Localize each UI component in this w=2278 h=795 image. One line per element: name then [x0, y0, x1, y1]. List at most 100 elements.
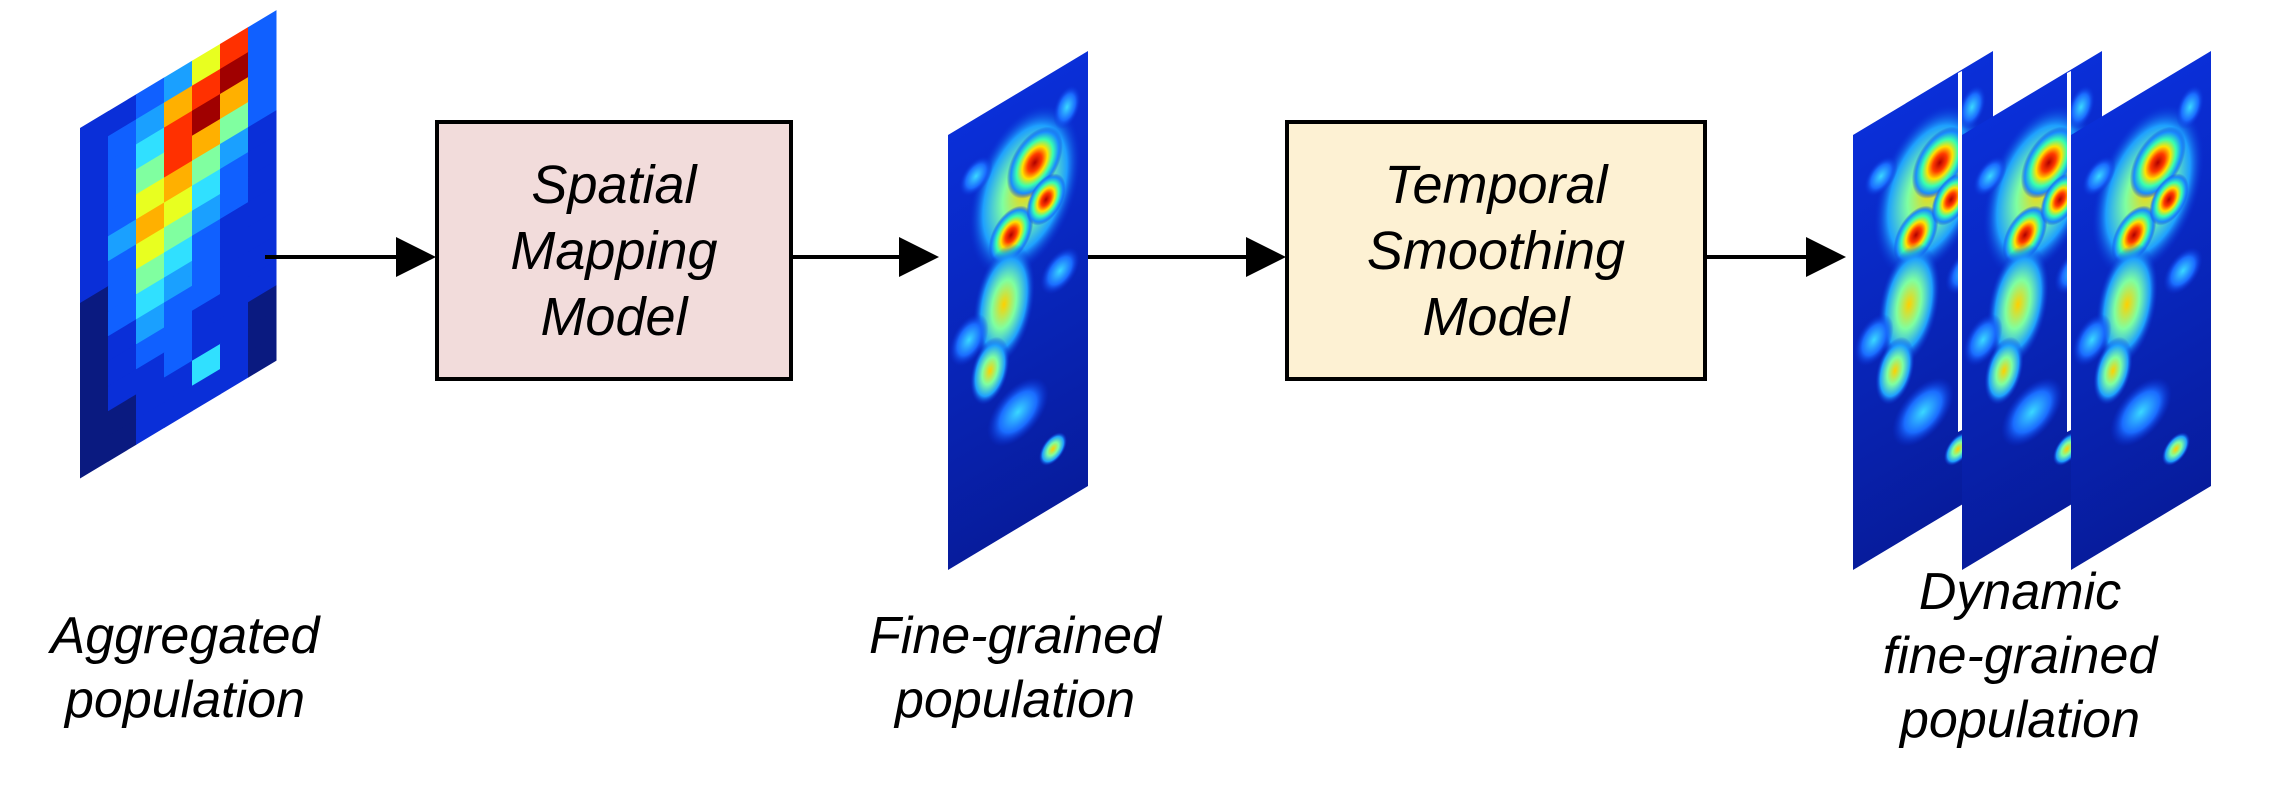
aggregated-grid-cell [80, 235, 109, 279]
aggregated-label-line-2: population [65, 671, 305, 729]
fine-label-line-2: population [895, 671, 1135, 729]
aggregated-grid-cell [248, 60, 277, 103]
aggregated-grid-cell [136, 402, 165, 445]
aggregated-grid-cell [192, 368, 221, 412]
aggregated-grid-cell [136, 302, 165, 345]
aggregated-grid-cell [136, 277, 165, 320]
aggregated-grid-cell [192, 243, 221, 287]
aggregated-grid-cell [108, 419, 137, 462]
aggregated-grid-cell [220, 26, 249, 70]
aggregated-grid-cell [136, 127, 165, 170]
aggregated-grid-cell [220, 101, 249, 145]
dynamic-label-line-3: population [1900, 691, 2140, 749]
aggregated-grid-cell [80, 260, 109, 304]
aggregated-grid-cell [136, 227, 165, 270]
aggregated-grid-cell [192, 143, 221, 187]
aggregated-grid-cell [136, 352, 165, 395]
aggregated-grid-cell [136, 377, 165, 420]
temporal-smoothing-model-box [1285, 120, 1707, 381]
aggregated-grid-cell [192, 218, 221, 262]
aggregated-grid-cell [164, 185, 193, 229]
fine-grained-population-label: Fine-grained population [840, 604, 1190, 732]
aggregated-grid-cell [80, 410, 109, 454]
aggregated-grid-cell [136, 202, 165, 245]
temporal-line-1: Temporal [1384, 154, 1608, 215]
aggregated-grid-cell [192, 193, 221, 237]
temporal-line-2: Smoothing [1366, 220, 1626, 281]
aggregated-grid-cell [248, 135, 277, 178]
dynamic-map-frame-3 [2071, 50, 2211, 570]
aggregated-grid-cell [108, 294, 137, 337]
aggregated-grid-cell [248, 335, 277, 378]
aggregated-grid-cell [248, 260, 277, 303]
aggregated-grid-cell [108, 94, 137, 137]
fine-label-line-1: Fine-grained [869, 607, 1161, 665]
aggregated-grid-cell [164, 85, 193, 129]
aggregated-label-line-1: Aggregated [50, 607, 320, 665]
aggregated-grid-cell [80, 435, 109, 479]
aggregated-grid-cell [192, 318, 221, 362]
aggregated-grid-cell [136, 327, 165, 370]
aggregated-grid-cell [248, 285, 277, 328]
aggregated-grid-cell [220, 176, 249, 220]
aggregated-grid-cell [248, 210, 277, 253]
aggregated-grid-cell [248, 160, 277, 203]
aggregated-grid-cell [108, 244, 137, 287]
aggregated-grid-cell [220, 201, 249, 245]
aggregated-grid-cell [164, 135, 193, 179]
aggregated-grid-cell [80, 385, 109, 429]
aggregated-grid-cell [248, 235, 277, 278]
aggregated-grid-cell [220, 276, 249, 320]
aggregated-grid-cell [136, 252, 165, 295]
aggregated-grid-cell [108, 144, 137, 187]
aggregated-grid-cell [164, 210, 193, 254]
aggregated-grid-cell [108, 169, 137, 212]
aggregated-grid-cell [164, 260, 193, 304]
aggregated-grid-cell [248, 85, 277, 128]
aggregated-grid-cell [248, 10, 277, 53]
aggregated-grid-cell [220, 351, 249, 395]
aggregated-grid-cell [80, 335, 109, 379]
aggregated-grid-cell [220, 326, 249, 370]
aggregated-grid-cell [108, 394, 137, 437]
aggregated-grid-cell [164, 360, 193, 404]
aggregated-grid-cell [164, 160, 193, 204]
aggregated-grid-cell [80, 185, 109, 229]
spatial-line-2: Mapping [510, 220, 718, 281]
aggregated-grid-cell [220, 301, 249, 345]
aggregated-grid-cell [192, 43, 221, 87]
fine-grained-map-image [948, 50, 1088, 570]
aggregated-grid-cell [164, 385, 193, 429]
aggregated-grid-cell [108, 369, 137, 412]
spatial-mapping-model-text: Spatial Mapping Model [437, 122, 791, 379]
aggregated-grid-cell [136, 102, 165, 145]
aggregated-grid-cell [136, 177, 165, 220]
aggregated-grid-cell [164, 60, 193, 104]
aggregated-grid-cell [136, 152, 165, 195]
aggregated-grid-cell [80, 210, 109, 254]
aggregated-grid-cell [220, 226, 249, 270]
aggregated-grid-cell [192, 268, 221, 312]
aggregated-grid-cell [192, 93, 221, 137]
aggregated-map-image [80, 10, 277, 479]
aggregated-grid-cell [220, 251, 249, 295]
aggregated-grid-cell [80, 310, 109, 354]
aggregated-grid-cell [164, 335, 193, 379]
spatial-mapping-model-box [435, 120, 793, 381]
aggregated-grid-cell [80, 160, 109, 204]
aggregated-grid-cell [248, 110, 277, 153]
aggregated-grid-cell [80, 285, 109, 329]
aggregated-grid-cell [136, 77, 165, 120]
aggregated-grid-cell [164, 110, 193, 154]
aggregated-grid-cell [164, 235, 193, 279]
aggregated-grid-cell [192, 118, 221, 162]
aggregated-grid-cell [108, 119, 137, 162]
temporal-smoothing-model-text: Temporal Smoothing Model [1287, 122, 1705, 379]
aggregated-grid-cell [164, 310, 193, 354]
aggregated-grid-cell [220, 151, 249, 195]
aggregated-grid-cell [108, 344, 137, 387]
aggregated-grid-cell [192, 168, 221, 212]
aggregated-grid-cell [192, 68, 221, 112]
spatial-line-1: Spatial [531, 154, 697, 215]
